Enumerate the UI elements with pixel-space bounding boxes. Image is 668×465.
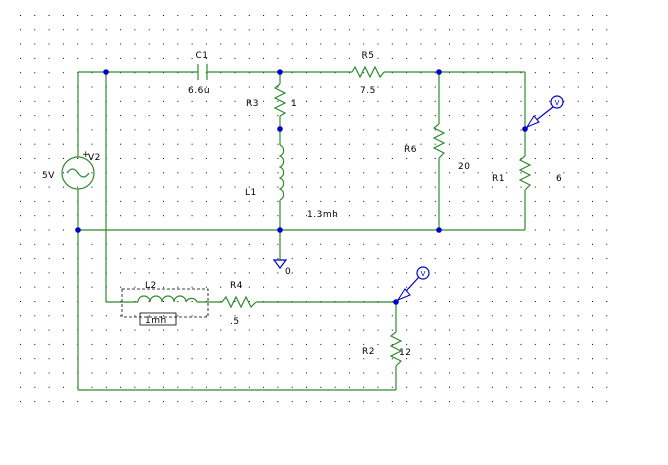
- r5-value: 7.5: [360, 86, 376, 96]
- r1-name: R1: [492, 174, 505, 184]
- l2-value: 1mh: [145, 316, 167, 326]
- l2-dashed-box: [121, 288, 209, 318]
- node-top-left: [103, 69, 109, 75]
- resistor-r6[interactable]: R6 20: [404, 123, 470, 172]
- r2-name: R2: [362, 347, 375, 357]
- r3-value: 1: [291, 99, 297, 109]
- node-bottom-right: [436, 227, 442, 233]
- voltage-probe-2[interactable]: V: [395, 266, 430, 303]
- node-r3-l1: [277, 126, 283, 132]
- node-ground: [277, 227, 283, 233]
- wires: [77, 71, 526, 391]
- inductor-l2[interactable]: L2 1mh: [121, 281, 209, 326]
- voltage-probe-1[interactable]: V: [524, 95, 564, 130]
- junction-nodes: [75, 69, 528, 305]
- r4-name: R4: [230, 281, 243, 291]
- v2-name: V2: [88, 153, 101, 163]
- l2-value-box: [139, 312, 177, 326]
- resistor-r2[interactable]: R2 12: [362, 331, 411, 367]
- probe-1-label: V: [555, 99, 560, 107]
- r6-name: R6: [404, 145, 417, 155]
- node-r1-probe: [522, 126, 528, 132]
- r5-name: R5: [362, 51, 375, 61]
- node-top-mid: [277, 69, 283, 75]
- node-r4-r2: [393, 299, 399, 305]
- node-bottom-left: [75, 227, 81, 233]
- probe-2-label: V: [421, 270, 426, 278]
- c1-name: C1: [195, 51, 208, 61]
- l2-name: L2: [145, 281, 157, 291]
- l1-name: L1: [245, 188, 257, 198]
- grid-dots: [20, 15, 608, 403]
- c1-value: 6.6u: [188, 86, 210, 96]
- ac-source-v2[interactable]: + V2 5V: [42, 150, 101, 190]
- r6-value: 20: [458, 162, 470, 172]
- r4-value: .5: [230, 317, 240, 327]
- r3-name: R3: [246, 99, 259, 109]
- resistor-r1[interactable]: R1 6: [492, 155, 562, 191]
- inductor-l1[interactable]: L1 1.3mh: [245, 144, 338, 220]
- resistor-r3[interactable]: R3 1: [246, 83, 297, 117]
- v2-plus: +: [82, 150, 90, 160]
- ground-label: 0: [285, 267, 291, 277]
- l1-value: 1.3mh: [307, 210, 338, 220]
- v2-value: 5V: [42, 171, 55, 181]
- ground-symbol: 0: [272, 259, 291, 277]
- resistor-r4[interactable]: R4 .5: [221, 281, 257, 327]
- capacitor-c1[interactable]: C1 6.6u: [188, 51, 210, 96]
- node-top-right: [436, 69, 442, 75]
- r2-value: 12: [399, 348, 411, 358]
- resistor-r5[interactable]: R5 7.5: [351, 51, 385, 96]
- r1-value: 6: [556, 174, 562, 184]
